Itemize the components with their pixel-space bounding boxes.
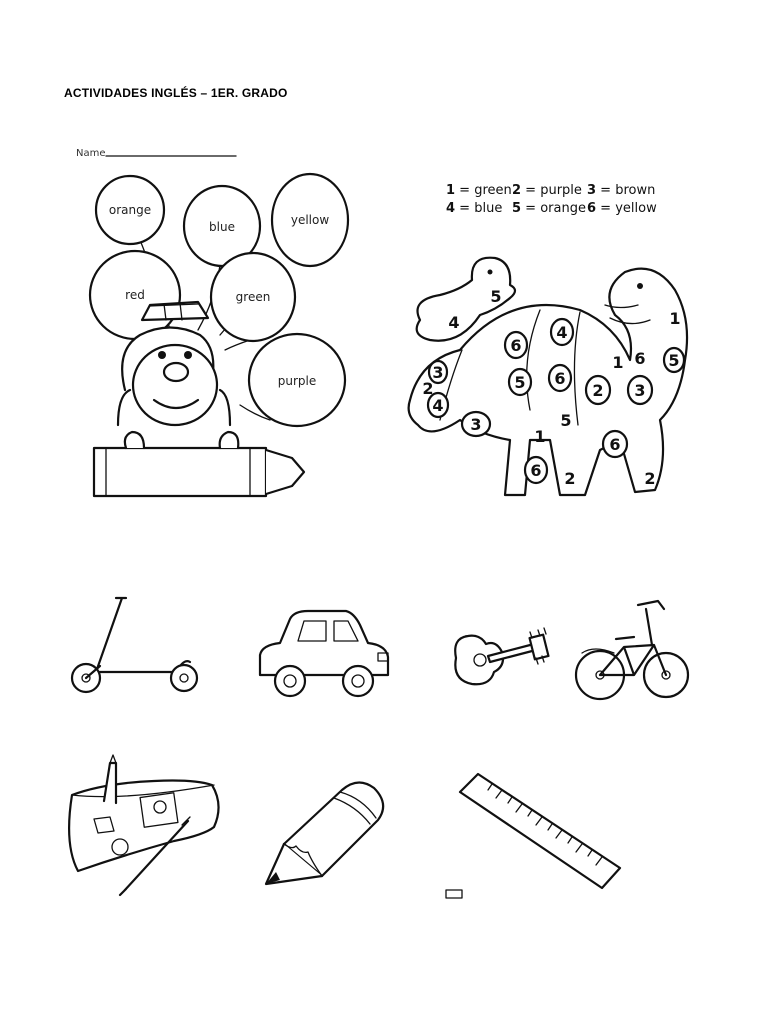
number-label: 2 (592, 381, 603, 400)
number-label: 1 (612, 353, 623, 372)
number-label: 2 (422, 379, 433, 398)
key-color: orange (540, 201, 586, 216)
key-color: green (474, 183, 512, 198)
key-color: brown (615, 183, 655, 198)
key-number: 1 (446, 183, 455, 198)
balloon-red: red (88, 249, 182, 341)
number-label: 5 (668, 351, 679, 370)
bicycle-icon (574, 595, 692, 710)
key-number: 4 (446, 201, 455, 216)
crayon-icon (92, 430, 306, 498)
key-color: purple (540, 183, 582, 198)
number-label: 6 (634, 349, 645, 368)
key-number: 6 (587, 201, 596, 216)
number-label: 4 (556, 323, 567, 342)
number-label: 3 (634, 381, 645, 400)
balloon-label: orange (109, 203, 151, 217)
number-label: 1 (669, 309, 680, 328)
dinosaur-spots (426, 317, 686, 485)
scooter-icon (66, 592, 201, 697)
key-number: 3 (587, 183, 596, 198)
key-number: 2 (512, 183, 521, 198)
number-label: 4 (448, 313, 459, 332)
svg-text:5 = orange: 5 = orange (512, 201, 586, 216)
number-label: 6 (510, 336, 521, 355)
balloon-purple: purple (247, 332, 347, 428)
balloon-orange: orange (94, 174, 166, 246)
dinosaur-numbers: 5 4 4 6 6 1 5 5 6 2 3 3 2 4 3 5 1 6 6 2 … (422, 287, 680, 488)
number-label: 6 (554, 369, 565, 388)
number-label: 3 (432, 363, 443, 382)
number-label: 4 (432, 396, 443, 415)
page-title: ACTIVIDADES INGLÉS – 1ER. GRADO (64, 86, 288, 100)
pencil-icon (262, 776, 394, 886)
number-label: 5 (490, 287, 501, 306)
number-label: 2 (564, 469, 575, 488)
clown-icon (116, 300, 232, 427)
key-number: 5 (512, 201, 521, 216)
svg-text:1 = green: 1 = green (446, 183, 512, 198)
number-label: 6 (609, 435, 620, 454)
balloon-label: blue (209, 220, 235, 234)
balloon-green: green (209, 251, 297, 343)
number-label: 5 (560, 411, 571, 430)
name-label: Name (76, 148, 106, 159)
ruler-icon (440, 762, 625, 907)
guitar-icon (448, 618, 553, 693)
pencil-case-icon (64, 754, 234, 900)
balloon-label: red (125, 288, 145, 302)
number-label: 2 (644, 469, 655, 488)
svg-text:2 = purple: 2 = purple (512, 183, 582, 198)
balloon-label: purple (278, 374, 317, 388)
number-label: 3 (470, 415, 481, 434)
svg-text:6 = yellow: 6 = yellow (587, 201, 657, 216)
car-icon (250, 605, 395, 700)
color-key: 1 = green 2 = purple 3 = brown 4 = blue … (446, 178, 666, 218)
bird-icon (415, 256, 517, 342)
key-color: blue (474, 201, 502, 216)
svg-text:3 = brown: 3 = brown (587, 183, 655, 198)
key-color: yellow (615, 201, 657, 216)
number-label: 6 (530, 461, 541, 480)
number-label: 5 (514, 373, 525, 392)
number-label: 1 (534, 427, 545, 446)
dinosaur-color-by-number: 5 4 4 6 6 1 5 5 6 2 3 3 2 4 3 5 1 6 6 2 … (400, 250, 700, 510)
balloon-label: green (236, 290, 271, 304)
svg-text:4 = blue: 4 = blue (446, 201, 502, 216)
balloon-label: yellow (291, 213, 329, 227)
balloon-yellow: yellow (270, 172, 350, 268)
clown-balloons-worksheet: Name orange blue yellow red green (70, 140, 350, 510)
